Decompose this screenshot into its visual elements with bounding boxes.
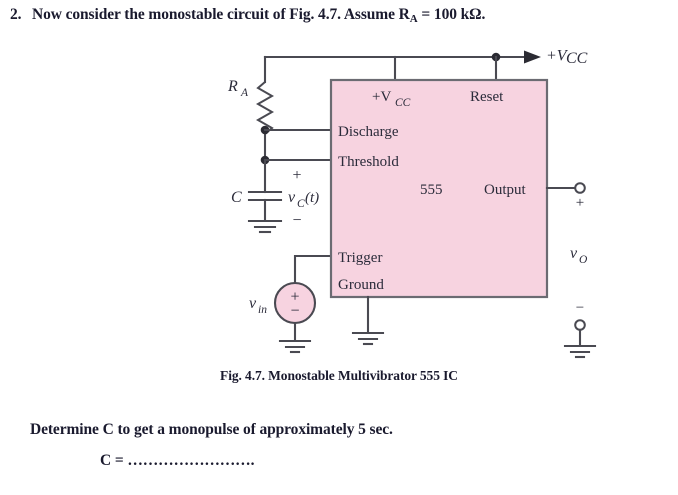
ic-trigger-label: Trigger	[338, 250, 382, 266]
capacitor-minus-sign: −	[292, 212, 301, 229]
output-voltage-sub: O	[579, 254, 588, 266]
output-voltage-label: v	[570, 245, 578, 262]
ic-output-label: Output	[484, 182, 527, 198]
capacitor-voltage-sub: C	[297, 198, 305, 210]
figure-caption: Fig. 4.7. Monostable Multivibrator 555 I…	[220, 368, 458, 383]
capacitor-voltage-arg: (t)	[305, 190, 319, 206]
ic-555-label: 555	[420, 182, 443, 198]
ic-vcc-label-sub: CC	[395, 97, 411, 109]
supply-arrow-icon	[524, 50, 541, 64]
source-minus-sign: −	[290, 303, 299, 320]
output-plus-sign: +	[576, 195, 584, 211]
circuit-diagram: +V CC R A C v C (t) + −	[227, 48, 597, 359]
output-terminal-positive	[574, 182, 586, 194]
supply-label: +V	[546, 48, 569, 65]
answer-blank-line: C = …………………….	[100, 452, 255, 469]
output-terminal-negative	[574, 319, 586, 331]
output-minus-sign: −	[576, 300, 584, 316]
trigger-wire	[293, 254, 333, 285]
resistor-zigzag-icon	[255, 81, 275, 135]
capacitor-label: C	[231, 189, 242, 206]
ic-threshold-label: Threshold	[338, 154, 399, 170]
ic-ground-label: Ground	[338, 277, 384, 293]
source-plus-sign: +	[290, 289, 299, 306]
ic-reset-label: Reset	[470, 89, 504, 105]
determine-instruction: Determine C to get a monopulse of approx…	[30, 421, 393, 438]
ic-vcc-label: +V	[372, 89, 391, 105]
question-subscript-a: A	[409, 13, 418, 25]
question-text-part1: Now consider the monostable circuit of F…	[32, 6, 410, 23]
capacitor-plus-sign: +	[292, 167, 301, 184]
capacitor-voltage-label: v	[288, 189, 296, 206]
source-label-sub: in	[258, 304, 267, 316]
supply-label-sub: CC	[566, 50, 588, 67]
resistor-label-sub: A	[240, 87, 249, 99]
question-text-part2: = 100 kΩ.	[417, 6, 486, 23]
ic-discharge-label: Discharge	[338, 124, 399, 140]
source-label: v	[249, 295, 257, 312]
resistor-label: R	[227, 78, 238, 95]
ic-555-box	[329, 78, 549, 299]
question-statement: 2. Now consider the monostable circuit of…	[10, 6, 670, 25]
question-number: 2.	[10, 6, 22, 23]
